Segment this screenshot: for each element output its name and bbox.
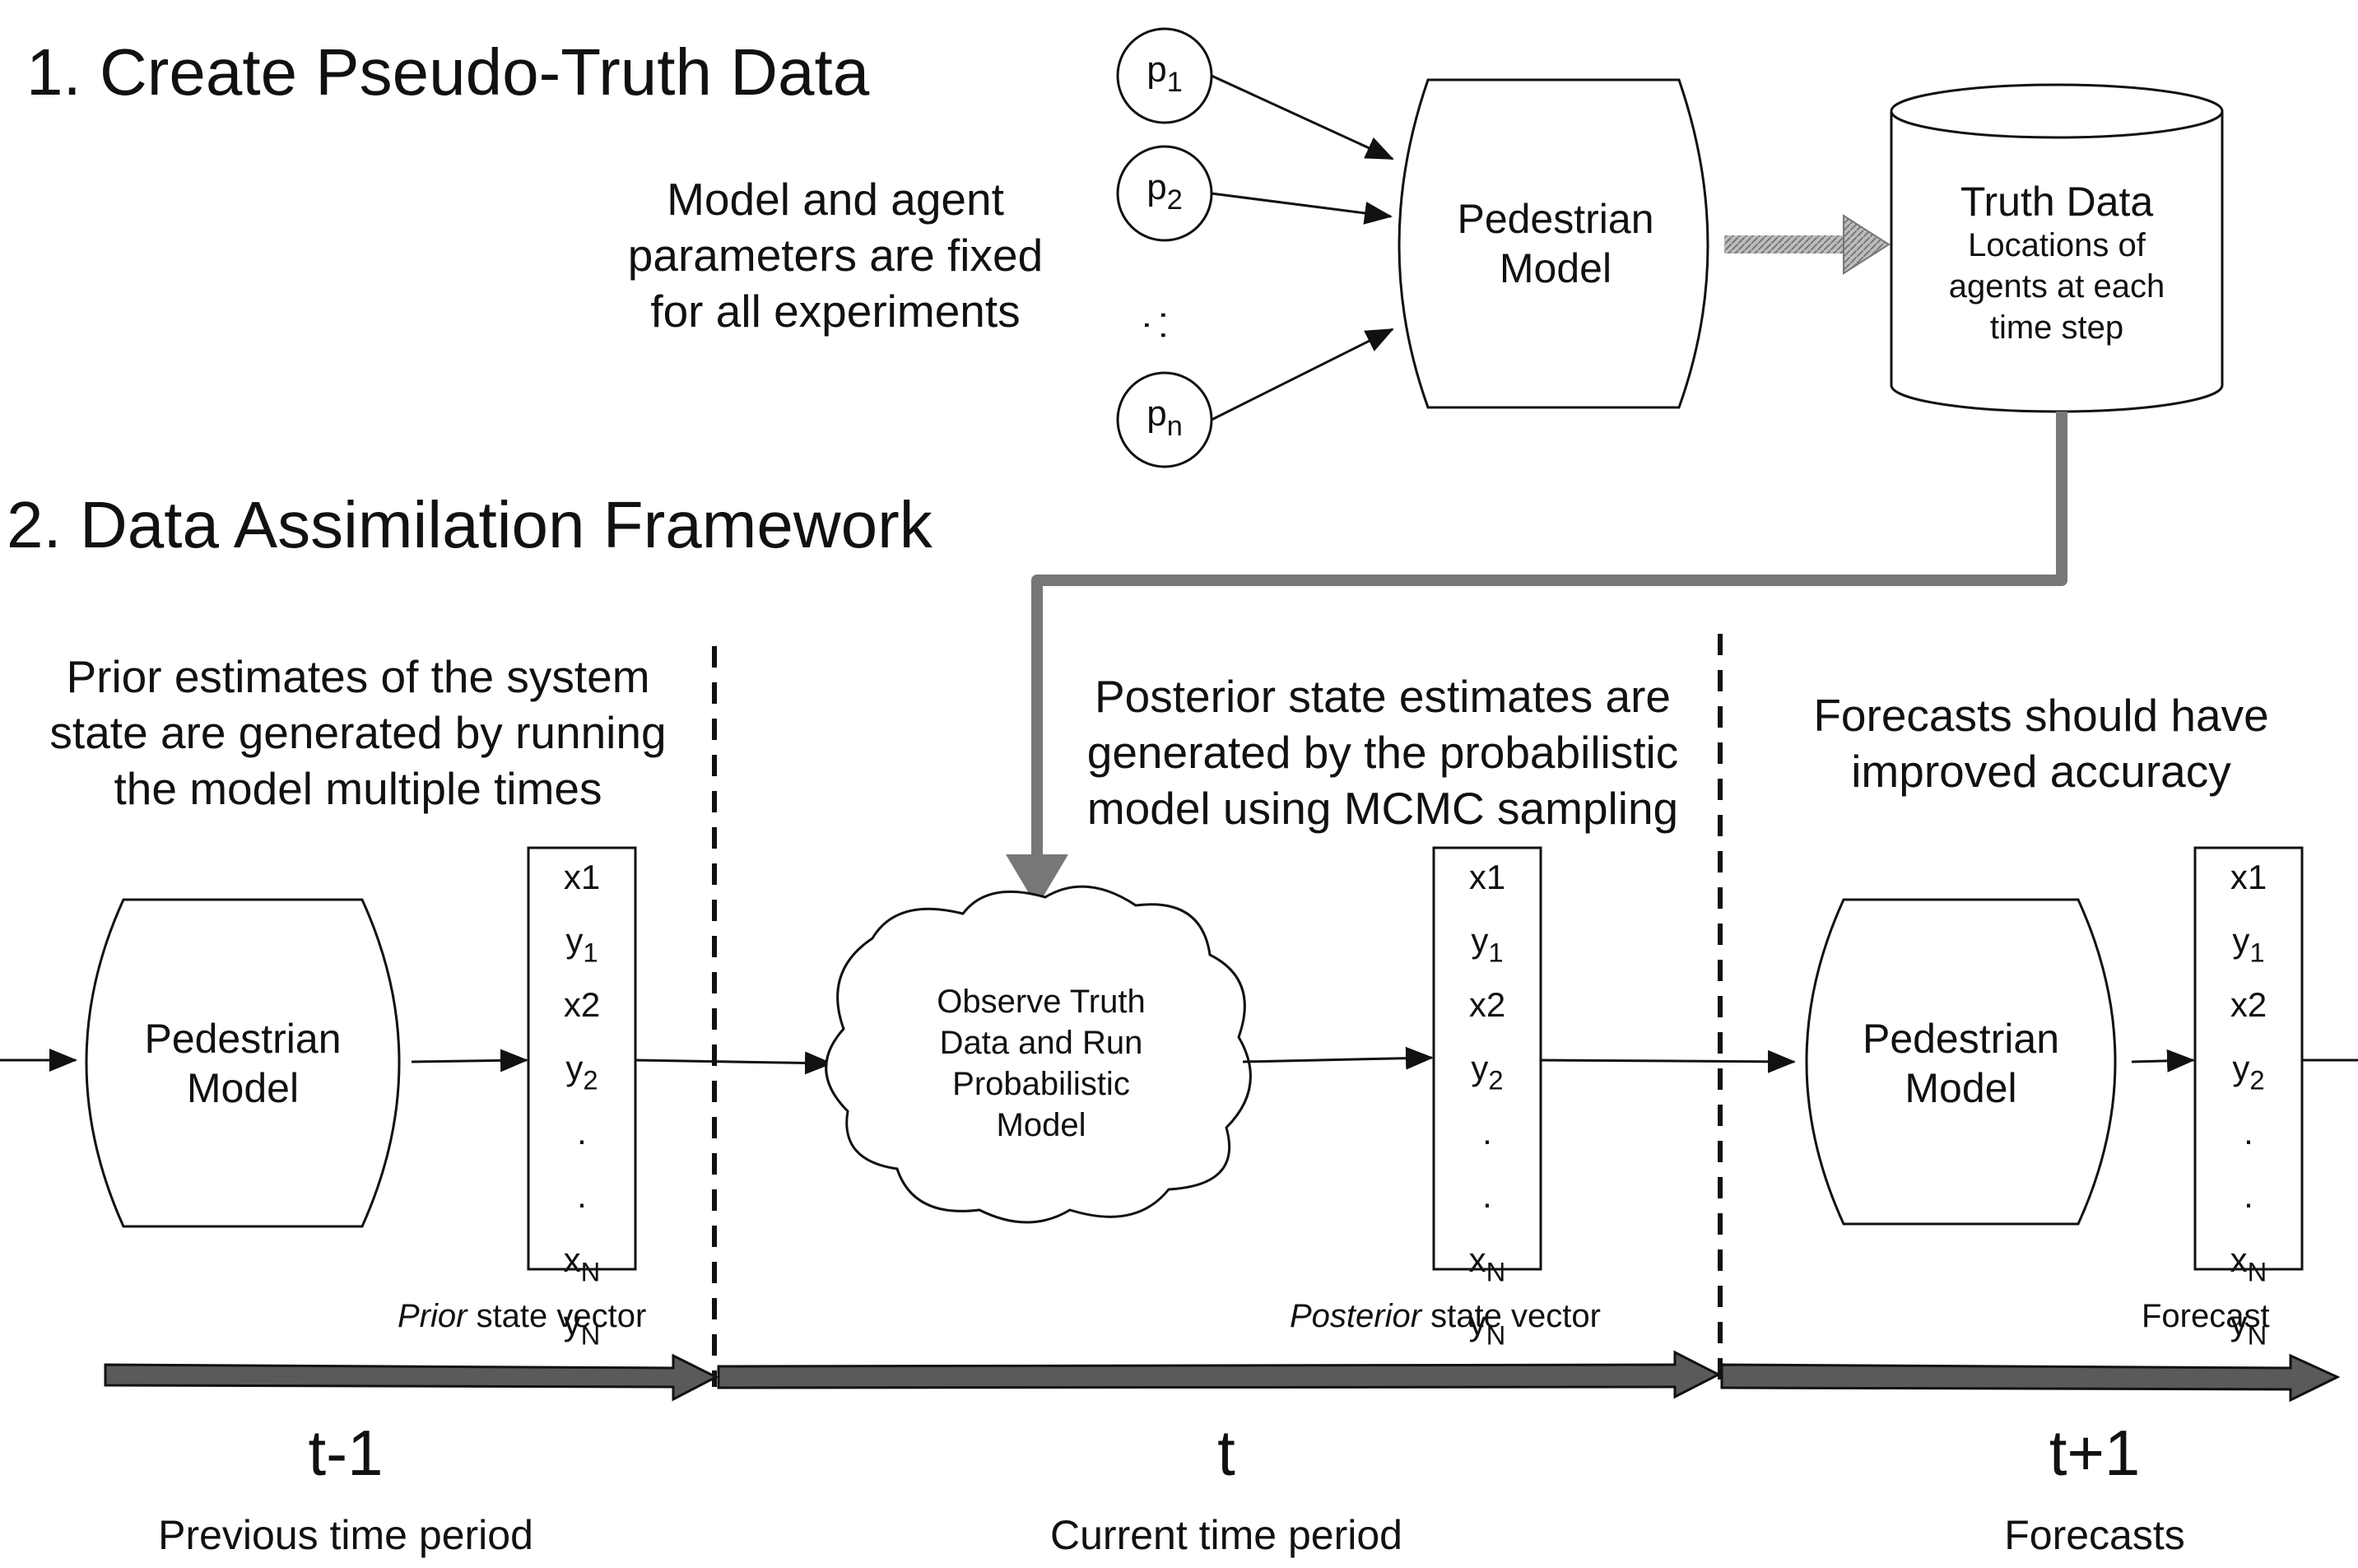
vec-entry: y1 — [565, 921, 598, 968]
arrow-cloud-to-posterior — [1242, 1046, 1434, 1070]
param-label-p1: p1 — [1146, 49, 1183, 98]
truth-to-cloud-arrowhead — [1006, 854, 1068, 907]
top-model-label: Pedestrian Model — [1457, 196, 1654, 291]
prior-caption: Prior state vector — [398, 1298, 647, 1334]
period-label-current: t — [1217, 1417, 1235, 1489]
vec-entry: . — [1482, 1176, 1492, 1216]
hatched-arrow-head — [1843, 214, 1891, 275]
vec-entry: x1 — [1468, 858, 1506, 896]
prior-note: Prior estimates of the system state are … — [49, 651, 667, 815]
param-label-pn: pn — [1146, 393, 1183, 442]
posterior-state-vector: x1 y1 x2 y2 . . xN yN — [1434, 851, 1541, 1361]
vec-entry: xN — [2230, 1240, 2267, 1287]
section2-title: 2. Data Assimilation Framework — [7, 488, 933, 561]
arrow-left-model-to-prior — [411, 1049, 528, 1072]
left-model-shape — [85, 898, 401, 1228]
vec-entry: x2 — [1468, 984, 1506, 1024]
prior-state-vector: x1 y1 x2 y2 . . xN yN — [528, 851, 635, 1361]
posterior-note: Posterior state estimates are generated … — [1086, 671, 1679, 835]
arrow-p2-to-model — [1211, 192, 1393, 225]
vec-entry: x1 — [563, 858, 601, 896]
vec-entry: . — [2244, 1112, 2253, 1152]
vec-entry: . — [1482, 1112, 1492, 1152]
section1-title: 1. Create Pseudo-Truth Data — [26, 35, 870, 109]
vec-entry: x2 — [563, 984, 601, 1024]
truth-data-desc: Locations of agents at each time step — [1948, 227, 2165, 346]
timeline-arrow-current — [717, 1350, 1722, 1399]
observe-cloud-shape — [825, 885, 1252, 1224]
params-note: Model and agent parameters are fixed for… — [627, 174, 1044, 337]
param-label-p2: p2 — [1146, 167, 1183, 216]
vec-entry: . — [577, 1112, 587, 1152]
truth-to-cloud-connector — [1031, 412, 2067, 856]
vec-entry: yN — [563, 1304, 601, 1351]
arrow-p1-to-model — [1211, 74, 1394, 161]
period-label-prev: t-1 — [308, 1417, 384, 1489]
vec-entry: xN — [563, 1240, 601, 1287]
forecast-vector-box — [2193, 846, 2304, 1271]
posterior-vector-box — [1432, 846, 1542, 1271]
forecast-note: Forecasts should have improved accuracy — [1813, 690, 2269, 798]
hatched-arrow-shaft — [1724, 235, 1848, 254]
right-model-label: Pedestrian Model — [1862, 1016, 2060, 1111]
cloud-label: Observe Truth Data and Run Probabilistic… — [937, 984, 1146, 1143]
period-desc-prev: Previous time period — [158, 1512, 533, 1558]
arrow-prior-to-cloud — [635, 1051, 833, 1075]
vec-entry: xN — [1468, 1240, 1506, 1287]
vec-entry: x2 — [2230, 984, 2267, 1024]
forecast-caption: Forecast — [2142, 1298, 2270, 1334]
truth-data-cylinder-top — [1890, 83, 2224, 139]
arrow-right-model-to-forecast — [2131, 1049, 2195, 1072]
period-desc-current: Current time period — [1050, 1512, 1402, 1558]
params-ellipsis: . . . — [1137, 309, 1193, 341]
period-desc-forecast: Forecasts — [2004, 1512, 2185, 1558]
vec-entry: yN — [1468, 1304, 1506, 1351]
arrow-pn-to-model — [1211, 328, 1394, 421]
vec-entry: x1 — [2230, 858, 2267, 896]
vec-entry: yN — [2230, 1304, 2267, 1351]
vec-entry: . — [577, 1176, 587, 1216]
timeline-arrow-forecast — [1720, 1353, 2341, 1403]
arrow-posterior-to-model — [1540, 1049, 1796, 1073]
vec-entry: y1 — [1471, 921, 1504, 968]
right-model-shape — [1805, 898, 2117, 1226]
vec-entry: y1 — [2232, 921, 2265, 968]
vec-entry: y2 — [565, 1049, 598, 1096]
posterior-caption: Posterior state vector — [1290, 1298, 1601, 1334]
top-model-shape — [1398, 78, 1709, 409]
timeline-arrow-prior — [104, 1353, 719, 1402]
left-model-label: Pedestrian Model — [144, 1016, 342, 1111]
prior-vector-box — [527, 846, 637, 1271]
truth-data-title: Truth Data — [1960, 179, 2154, 225]
period-label-forecast: t+1 — [2049, 1417, 2141, 1489]
vec-entry: y2 — [1471, 1049, 1504, 1096]
vec-entry: y2 — [2232, 1049, 2265, 1096]
vec-entry: . — [2244, 1176, 2253, 1216]
forecast-state-vector: x1 y1 x2 y2 . . xN yN — [2195, 851, 2302, 1361]
